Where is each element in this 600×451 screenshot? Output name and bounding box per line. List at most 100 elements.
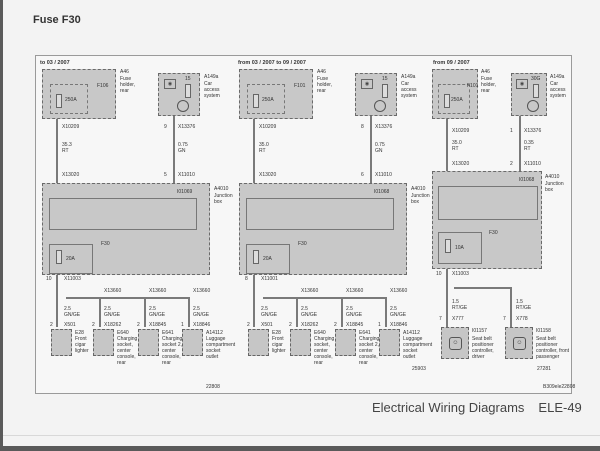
wire-gauge: 2.5 xyxy=(390,306,397,312)
pin-label: 2 xyxy=(92,322,95,328)
power-wire xyxy=(446,119,448,171)
connector-label: X778 xyxy=(516,316,528,322)
load-wire xyxy=(446,269,448,327)
fuse-rating: 250A xyxy=(262,97,274,103)
splice-label: X13660 xyxy=(346,288,364,294)
fuse-inner xyxy=(438,84,470,114)
fuse-block xyxy=(246,244,290,274)
fuse-icon xyxy=(444,94,450,108)
component-desc: Junction box xyxy=(545,181,564,193)
fuse-rating: 10A xyxy=(455,245,464,251)
connector-label: X10209 xyxy=(62,124,80,130)
connector-label: X18845 xyxy=(149,322,167,328)
component-id: A14112 xyxy=(206,330,223,336)
bus-wire xyxy=(454,287,511,289)
signal-wire xyxy=(519,116,521,171)
connector-label: X10209 xyxy=(259,124,277,130)
component-id: E28 xyxy=(75,330,84,336)
component-desc: Charging socket 2, center console, rear xyxy=(359,336,380,366)
wire-color: GN/GE xyxy=(301,312,318,318)
wire-color: GN/GE xyxy=(346,312,363,318)
junction-box: I01068 20A F30 xyxy=(239,183,407,275)
component-box xyxy=(290,329,311,356)
connector-label: X11010 xyxy=(178,172,195,178)
bus-wire xyxy=(66,297,189,299)
connector-label: X11003 xyxy=(64,276,81,282)
fuse-holder-box: 250A F101 xyxy=(239,69,313,119)
pin-label: 7 xyxy=(503,316,506,322)
fuse-id: F101 xyxy=(467,83,479,89)
wire-gauge: 2.5 xyxy=(193,306,200,312)
wire-gauge: 0.75 xyxy=(178,142,188,148)
component-id: E640 xyxy=(117,330,129,336)
relay-block xyxy=(246,198,394,230)
wire-gauge: 35.0 xyxy=(259,142,269,148)
fuse-id: F30 xyxy=(489,230,498,236)
splice-label: X13660 xyxy=(301,288,319,294)
component-desc: Luggage compartment socket outlet xyxy=(403,336,433,360)
transistor-icon xyxy=(177,100,189,112)
divider xyxy=(3,435,600,436)
component-desc: Luggage compartment socket outlet xyxy=(206,336,236,360)
connector-label: X13020 xyxy=(62,172,80,178)
component-id: E641 xyxy=(162,330,174,336)
terminal-label: 15 xyxy=(185,76,191,82)
component-desc: Fuse holder, rear xyxy=(120,76,136,94)
fuse-icon xyxy=(56,94,62,108)
pin-label: 8 xyxy=(245,276,248,282)
fuse-id: F101 xyxy=(294,83,306,89)
connector-label: X18846 xyxy=(390,322,408,328)
wire-color: GN/GE xyxy=(390,312,407,318)
signal-wire xyxy=(173,116,175,183)
component-id: E641 xyxy=(359,330,371,336)
component-desc: Car access system xyxy=(204,81,220,99)
ecu-symbol-icon: ◉ xyxy=(164,79,176,89)
seatbelt-icon: ☺ xyxy=(513,337,526,350)
pin-label: 2 xyxy=(289,322,292,328)
wire-color: GN/GE xyxy=(193,312,210,318)
pin-label: 10 xyxy=(436,271,442,277)
wire-gauge: 2.5 xyxy=(149,306,156,312)
section-heading: from 09 / 2007 xyxy=(433,60,470,66)
component-id: I01158 xyxy=(536,328,551,334)
bus-wire xyxy=(263,297,386,299)
pin-label: 9 xyxy=(164,124,167,130)
transistor-icon xyxy=(374,100,386,112)
diagram-ref: 25903 xyxy=(412,366,426,372)
fuse-id: F106 xyxy=(97,83,109,89)
pin-label: 2 xyxy=(50,322,53,328)
connector-label: X18846 xyxy=(193,322,211,328)
component-desc: Junction box xyxy=(411,193,430,205)
fuse-icon xyxy=(253,94,259,108)
car-access-box: ◉ 15 xyxy=(158,73,200,116)
wire-color: GN/GE xyxy=(64,312,81,318)
fuse-id: F30 xyxy=(101,241,110,247)
pin-label: 6 xyxy=(361,172,364,178)
component-id: I01157 xyxy=(472,328,487,334)
load-wire xyxy=(296,297,298,327)
component-box xyxy=(248,329,269,356)
relay-id: I01069 xyxy=(177,189,193,195)
page-title: Fuse F30 xyxy=(33,14,81,26)
wire-color: GN xyxy=(375,148,383,154)
component-box xyxy=(93,329,114,356)
diagram-frame: to 03 / 2007 250A F106 A46 Fuse holder, … xyxy=(35,55,575,394)
wire-gauge: 2.5 xyxy=(64,306,71,312)
component-id: A46 xyxy=(120,69,129,75)
wire-color: GN xyxy=(178,148,186,154)
component-id: A46 xyxy=(317,69,326,75)
diagram-ref: 27281 xyxy=(537,366,551,372)
wire-gauge: 2.5 xyxy=(301,306,308,312)
component-desc: Car access system xyxy=(401,81,417,99)
connector-label: X777 xyxy=(452,316,464,322)
connector-label: X18262 xyxy=(104,322,122,328)
footer-code: ELE-49 xyxy=(538,400,582,415)
load-wire xyxy=(188,297,190,327)
component-id: A46 xyxy=(481,69,490,75)
fuse-icon xyxy=(445,239,451,253)
load-wire xyxy=(253,275,255,327)
fuse-block xyxy=(438,232,482,264)
splice-label: X13660 xyxy=(390,288,408,294)
load-wire xyxy=(99,297,101,327)
wire-gauge: 1.5 xyxy=(516,299,523,305)
